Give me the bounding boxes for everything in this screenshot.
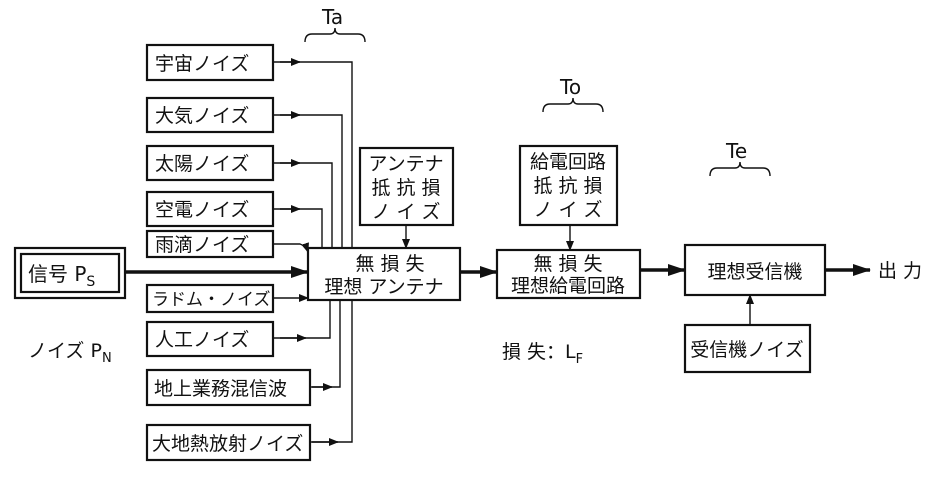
svg-text:受信機ノイズ: 受信機ノイズ: [690, 339, 803, 361]
noise-source-radome: ラドム・ノイズ: [145, 283, 275, 314]
svg-text:理想受信機: 理想受信機: [707, 261, 802, 283]
to-brace: To: [542, 75, 604, 113]
noise-source-man-made: 人工ノイズ: [145, 320, 275, 358]
receiver-noise-box: 受信機ノイズ: [683, 323, 812, 374]
svg-text:アンテナ: アンテナ: [368, 153, 443, 175]
noise-pn-label: ノイズ PN: [28, 340, 112, 366]
noise-connectors: [273, 58, 353, 446]
to-label: To: [559, 75, 581, 99]
svg-text:宇宙ノイズ: 宇宙ノイズ: [155, 53, 249, 75]
svg-text:地上業務混信波: 地上業務混信波: [154, 378, 287, 400]
svg-text:理想給電回路: 理想給電回路: [511, 275, 625, 297]
signal-box: 信号 PS: [13, 246, 127, 300]
svg-text:ラドム・ノイズ: ラドム・ノイズ: [152, 290, 271, 310]
noise-source-terrestrial-interference: 地上業務混信波: [145, 368, 312, 407]
svg-text:抵 抗 損: 抵 抗 損: [533, 175, 602, 197]
ta-brace: Ta: [304, 5, 366, 43]
noise-source-cosmic: 宇宙ノイズ: [145, 43, 275, 82]
te-label: Te: [725, 139, 747, 163]
svg-text:無 損 失: 無 損 失: [533, 253, 602, 275]
svg-text:抵 抗 損: 抵 抗 損: [371, 177, 440, 199]
feed-loss-box: 給電回路 抵 抗 損 ノ イ ズ: [518, 144, 619, 227]
svg-text:大気ノイズ: 大気ノイズ: [155, 105, 249, 127]
noise-source-ground-thermal: 大地熱放射ノイズ: [145, 423, 312, 462]
svg-text:信号 PS: 信号 PS: [28, 262, 95, 290]
svg-text:無 損 失: 無 損 失: [355, 253, 424, 275]
ideal-receiver-box: 理想受信機: [683, 243, 827, 297]
ideal-antenna-box: 無 損 失 理想 アンテナ: [306, 246, 462, 302]
noise-source-atmospheric: 大気ノイズ: [145, 96, 275, 134]
ta-label: Ta: [321, 5, 343, 29]
svg-text:給電回路: 給電回路: [530, 151, 606, 173]
svg-text:人工ノイズ: 人工ノイズ: [155, 329, 249, 351]
svg-text:ノ イ ズ: ノ イ ズ: [371, 201, 440, 223]
svg-text:大地熱放射ノイズ: 大地熱放射ノイズ: [152, 433, 303, 455]
svg-text:空電ノイズ: 空電ノイズ: [155, 199, 249, 221]
te-brace: Te: [709, 139, 771, 177]
ideal-feed-box: 無 損 失 理想給電回路: [495, 248, 642, 300]
svg-text:太陽ノイズ: 太陽ノイズ: [155, 153, 249, 175]
noise-source-static: 空電ノイズ: [145, 190, 275, 228]
loss-label: 損 失：LF: [502, 341, 583, 367]
svg-text:ノ イ ズ: ノ イ ズ: [533, 199, 602, 221]
svg-text:理想 アンテナ: 理想 アンテナ: [324, 276, 443, 298]
antenna-loss-box: アンテナ 抵 抗 損 ノ イ ズ: [358, 146, 455, 227]
svg-text:雨滴ノイズ: 雨滴ノイズ: [155, 234, 249, 256]
noise-source-rain: 雨滴ノイズ: [145, 229, 275, 259]
output-label: 出 力: [878, 260, 922, 282]
noise-source-solar: 太陽ノイズ: [145, 144, 275, 182]
